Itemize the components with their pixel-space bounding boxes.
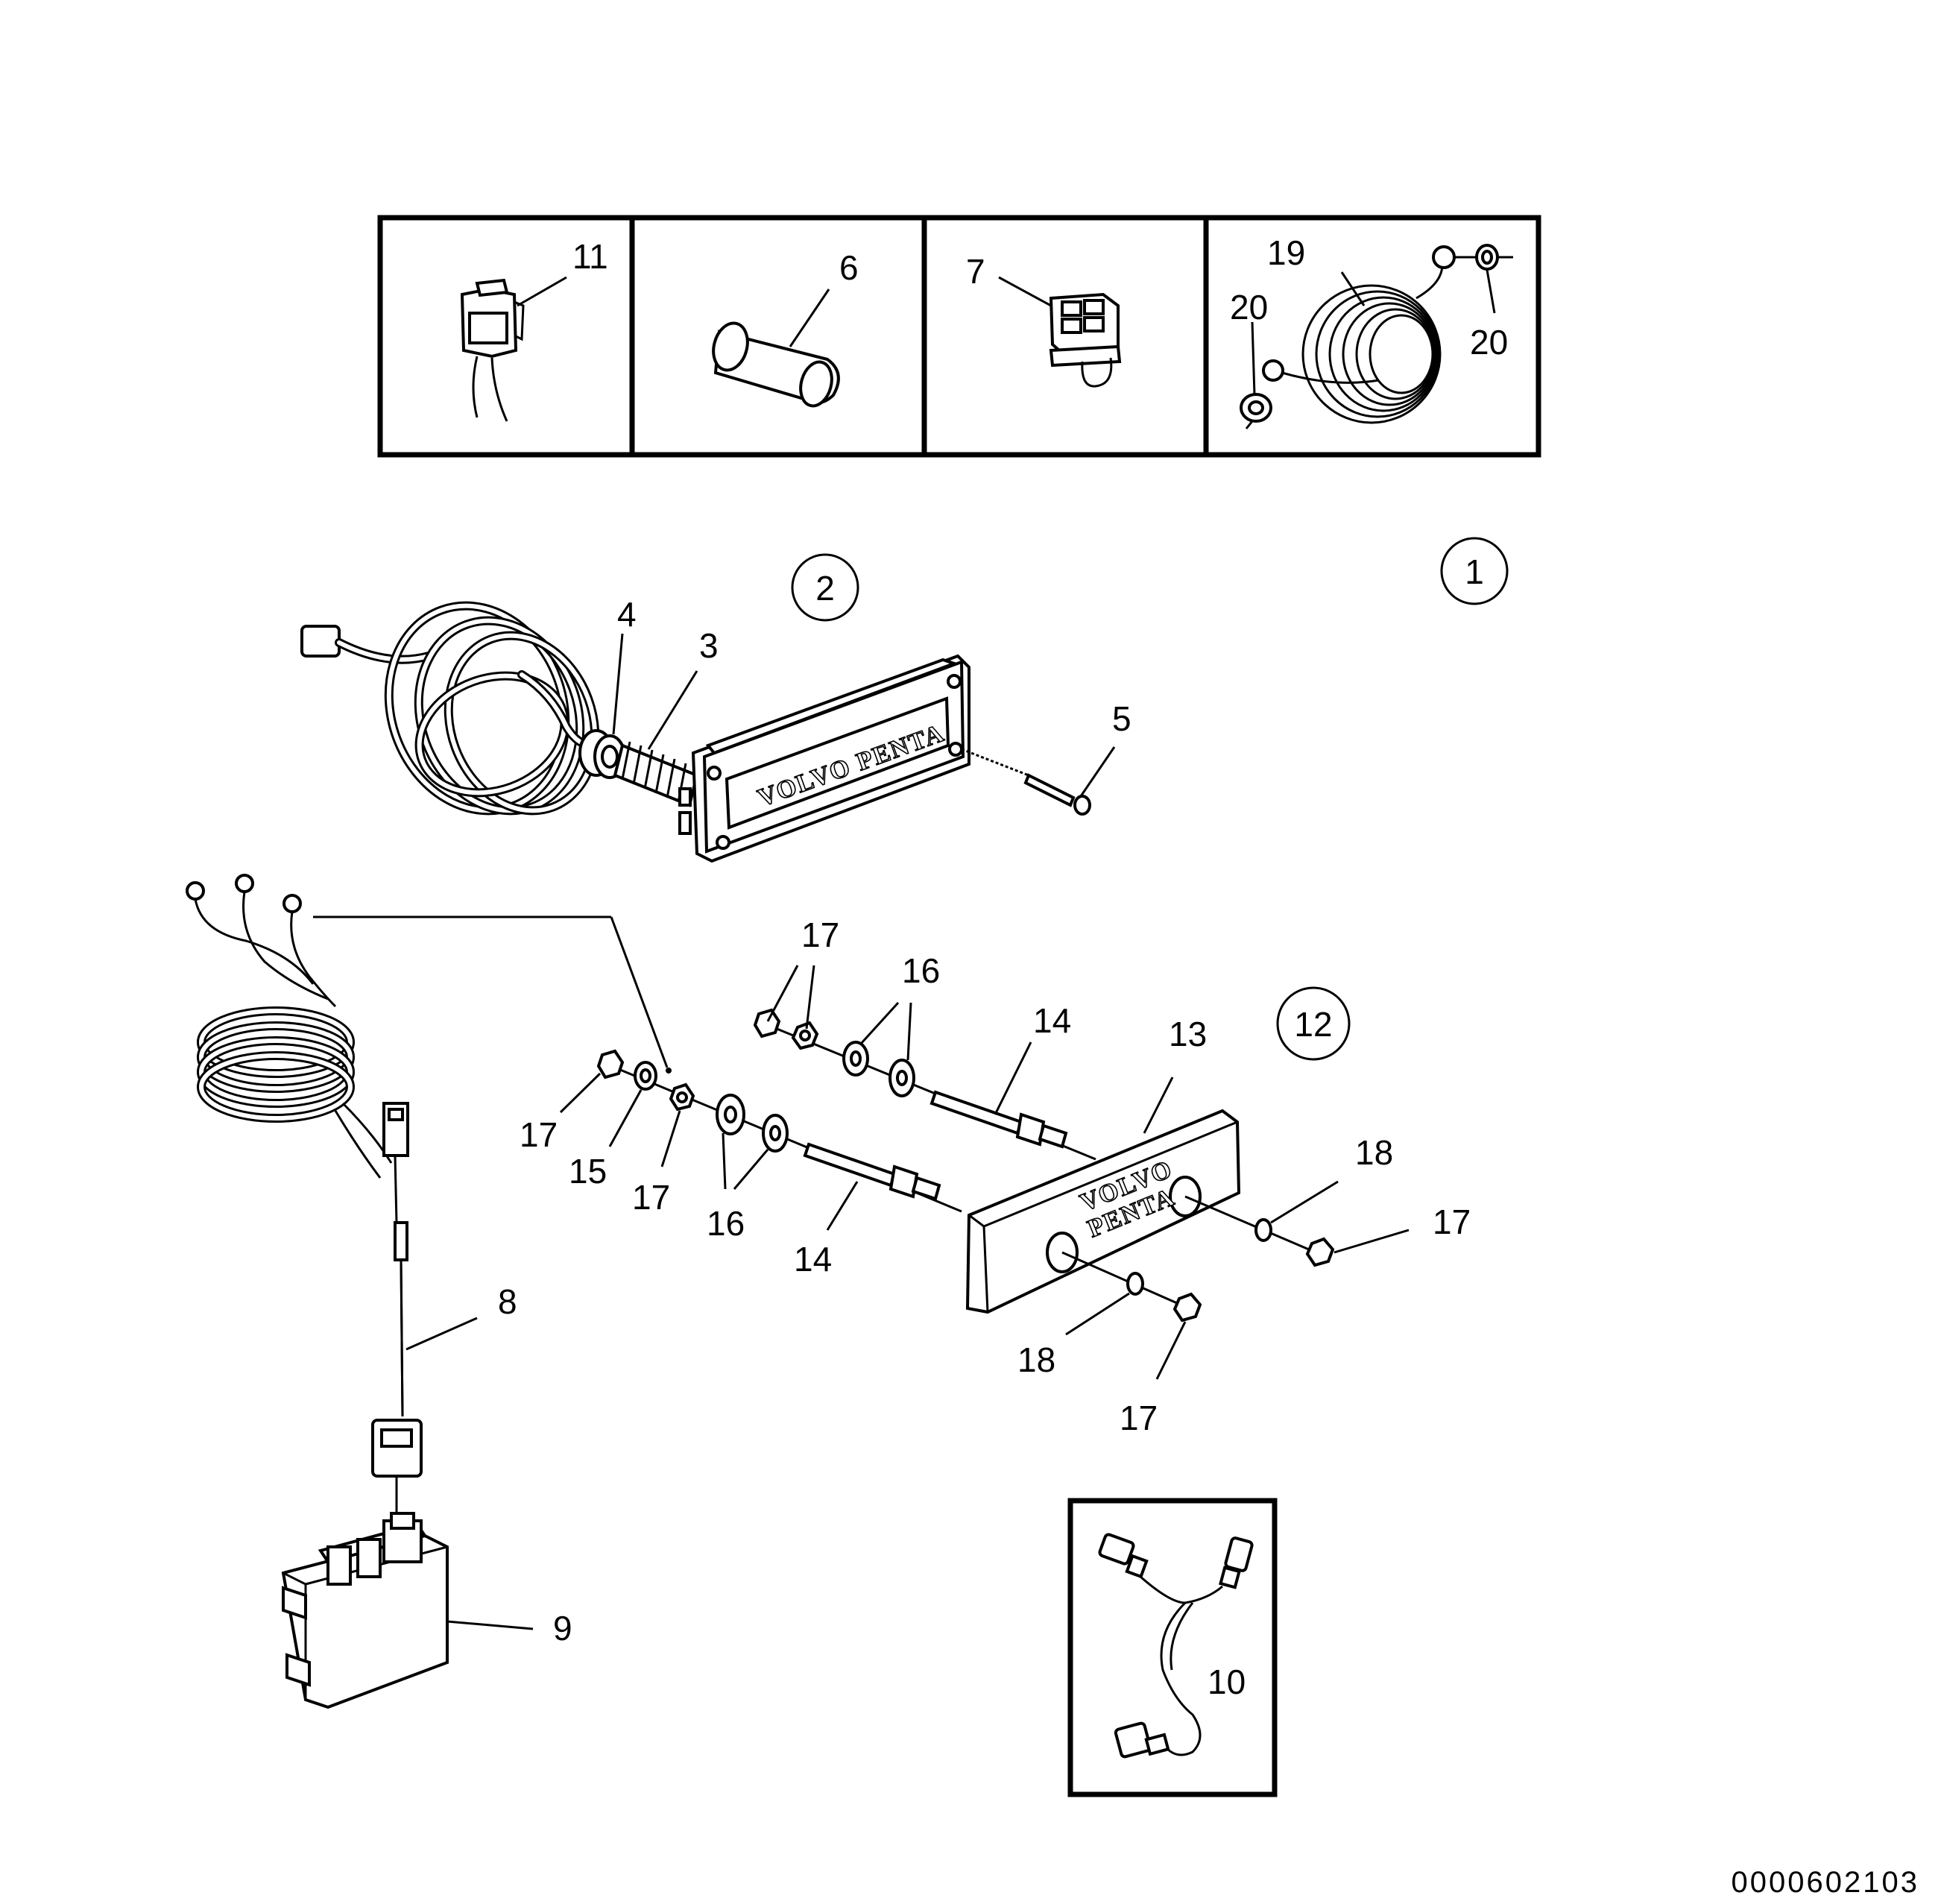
callout-7: 7 bbox=[966, 252, 985, 291]
callout-10: 10 bbox=[1208, 1662, 1246, 1701]
leader-8-diag bbox=[610, 916, 669, 1068]
callout-20-right: 20 bbox=[1470, 323, 1508, 362]
display-panel-2: VOLVO PENTA bbox=[678, 654, 970, 863]
callout-18-bottom: 18 bbox=[1017, 1340, 1055, 1379]
group-marker-2: 2 bbox=[791, 553, 859, 622]
callout-9: 9 bbox=[553, 1609, 572, 1648]
right-side-hardware bbox=[1061, 1195, 1335, 1323]
leader-17e bbox=[1155, 1321, 1187, 1380]
callout-5: 5 bbox=[1112, 699, 1131, 738]
coiled-cable-upper bbox=[300, 601, 600, 816]
leader-9 bbox=[446, 1620, 534, 1630]
leader-14b bbox=[826, 1181, 859, 1231]
svg-text:1: 1 bbox=[1465, 552, 1484, 591]
callout-14-top: 14 bbox=[1033, 1001, 1071, 1040]
lower-stud-hardware bbox=[596, 1049, 962, 1213]
leader-15 bbox=[608, 1089, 643, 1147]
adapter-cable-10-inset bbox=[1067, 1498, 1278, 1797]
leader-17a-2 bbox=[805, 965, 815, 1030]
callout-4: 4 bbox=[617, 595, 637, 634]
svg-text:2: 2 bbox=[815, 569, 835, 608]
callout-16-bottom: 16 bbox=[707, 1204, 745, 1243]
callout-17-mid: 17 bbox=[632, 1178, 670, 1217]
harness-8 bbox=[186, 874, 423, 1513]
drawing-number: 0000602103 bbox=[1732, 1866, 1919, 1899]
callout-19: 19 bbox=[1267, 233, 1305, 272]
leader-4 bbox=[612, 633, 624, 735]
leader-5 bbox=[1079, 746, 1116, 797]
leader-16b-1 bbox=[722, 1132, 727, 1190]
callout-3: 3 bbox=[699, 626, 719, 665]
leader-18b bbox=[1065, 1292, 1130, 1336]
mounting-bracket-13: VOLVO PENTA bbox=[965, 1109, 1241, 1314]
sleeve-6-icon bbox=[712, 289, 840, 408]
connector-7-icon bbox=[998, 276, 1122, 388]
leader-8-dot bbox=[666, 1068, 672, 1074]
svg-text:12: 12 bbox=[1294, 1005, 1332, 1044]
callout-13: 13 bbox=[1169, 1015, 1207, 1053]
callout-17-left: 17 bbox=[520, 1115, 558, 1154]
leader-8 bbox=[405, 1317, 478, 1351]
inset-strip bbox=[377, 215, 1541, 458]
callout-20-left: 20 bbox=[1230, 288, 1268, 327]
group-marker-12: 12 bbox=[1276, 986, 1351, 1061]
callout-11: 11 bbox=[572, 237, 608, 276]
callout-14-bottom: 14 bbox=[794, 1240, 832, 1279]
callout-18-right: 18 bbox=[1355, 1133, 1393, 1172]
callout-16-top: 16 bbox=[902, 951, 940, 990]
leader-16a-2 bbox=[906, 1002, 912, 1061]
control-module-9 bbox=[281, 1512, 449, 1709]
leader-17d bbox=[1333, 1229, 1410, 1254]
callout-17-bottom: 17 bbox=[1120, 1399, 1158, 1437]
leader-14a bbox=[994, 1041, 1032, 1115]
leader-17a-1 bbox=[766, 965, 799, 1022]
leader-18a bbox=[1270, 1180, 1339, 1224]
group-marker-1: 1 bbox=[1440, 537, 1509, 605]
callout-17-right: 17 bbox=[1433, 1202, 1471, 1241]
callout-17-top: 17 bbox=[801, 915, 839, 954]
leader-13 bbox=[1143, 1076, 1174, 1134]
leader-17b bbox=[559, 1072, 602, 1114]
connector-11-icon bbox=[460, 276, 567, 422]
leader-16a-1 bbox=[859, 1001, 900, 1045]
callout-6: 6 bbox=[839, 248, 859, 287]
callout-15: 15 bbox=[569, 1152, 607, 1191]
leader-16b-2 bbox=[733, 1149, 769, 1190]
leader-17c bbox=[660, 1110, 681, 1167]
leader-3 bbox=[647, 670, 698, 750]
upper-stud-hardware bbox=[753, 1008, 1096, 1161]
screw-5 bbox=[961, 748, 1091, 816]
cable-coil-19-icon bbox=[1240, 244, 1513, 429]
callout-8: 8 bbox=[498, 1282, 517, 1321]
